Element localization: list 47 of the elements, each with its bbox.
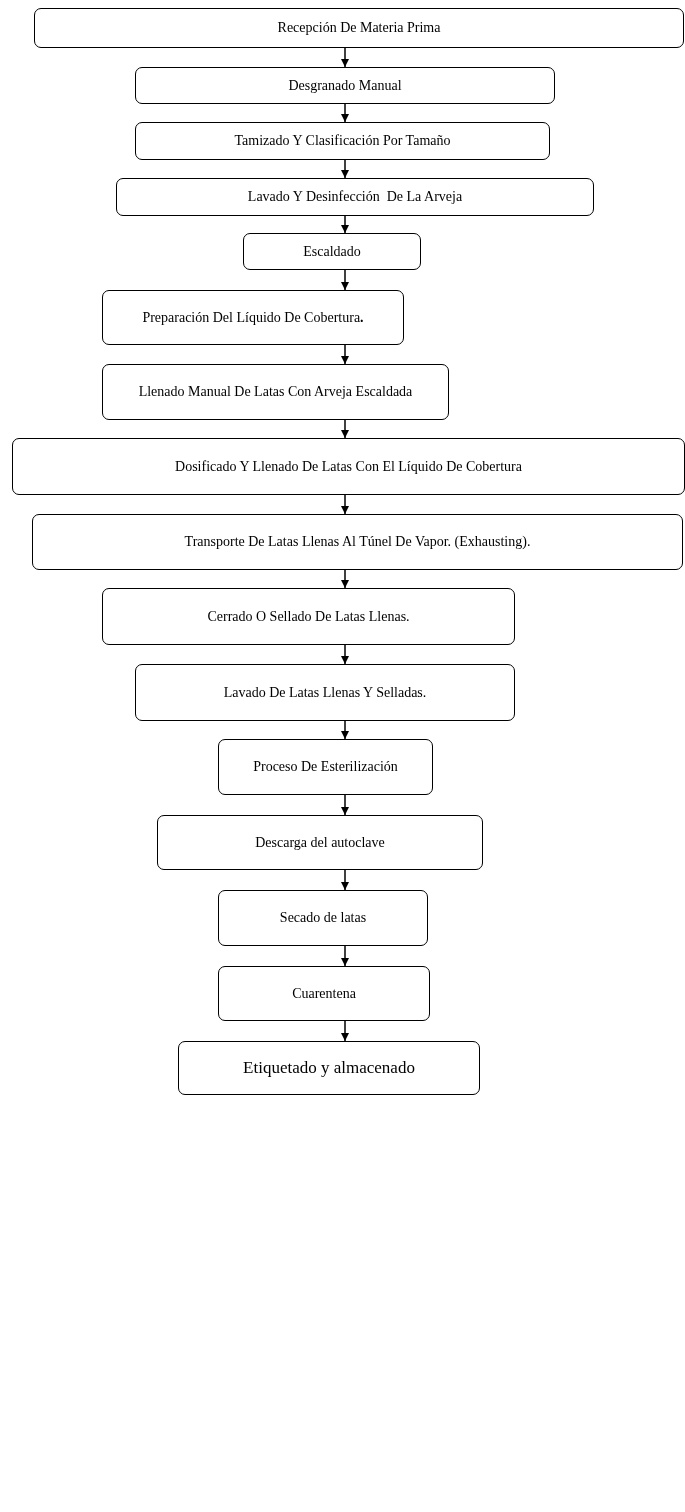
process-box — [157, 815, 483, 870]
process-box — [135, 67, 555, 104]
arrow — [341, 103, 349, 123]
process-box — [135, 122, 550, 160]
step-label: Proceso De Esterilización — [253, 759, 398, 775]
arrow — [341, 47, 349, 68]
arrow — [341, 569, 349, 589]
step-label: Secado de latas — [279, 910, 367, 926]
process-box — [116, 178, 594, 216]
process-box — [135, 664, 515, 721]
step-label: Cuarentena — [292, 985, 356, 1002]
process-box — [218, 966, 430, 1021]
arrow — [341, 869, 349, 891]
step-label: Cerrado O Sellado De Latas Llenas. — [207, 608, 410, 625]
step-label: Preparación Del Líquido De Cobertura. — [142, 309, 364, 326]
process-box — [102, 290, 404, 345]
process-box — [102, 588, 515, 645]
step-label: Llenado Manual De Latas Con Arveja Escaldada — [138, 384, 413, 400]
process-box — [102, 364, 449, 420]
arrow — [341, 720, 349, 740]
arrow — [341, 344, 349, 365]
process-box — [32, 514, 683, 570]
step-label: Transporte De Latas Llenas Al Túnel De Vapor. (Exhausting). — [184, 534, 531, 550]
step-label: Etiquetado y almacenado — [243, 1058, 415, 1078]
process-box — [178, 1041, 480, 1095]
step-label: Tamizado Y Clasificación Por Tamaño — [234, 133, 451, 149]
arrow — [341, 945, 349, 967]
process-box — [218, 890, 428, 946]
arrow — [341, 644, 349, 665]
step-label: Escaldado — [303, 243, 361, 260]
arrow — [341, 1020, 349, 1042]
process-box — [243, 233, 421, 270]
process-box — [34, 8, 684, 48]
arrow — [341, 419, 349, 439]
step-label: Recepción De Materia Prima — [277, 20, 441, 36]
arrow — [341, 269, 349, 291]
arrow — [341, 215, 349, 234]
arrow — [341, 794, 349, 816]
step-label: Dosificado Y Llenado De Latas Con El Líquido De Cobertura — [175, 458, 522, 475]
arrow — [341, 494, 349, 515]
process-box — [12, 438, 685, 495]
step-label: Lavado De Latas Llenas Y Selladas. — [223, 684, 427, 701]
step-label: Descarga del autoclave — [255, 834, 385, 851]
step-label: Desgranado Manual — [288, 77, 402, 94]
step-label: Lavado Y Desinfección De La Arveja — [247, 189, 463, 205]
arrow — [341, 159, 349, 179]
process-box — [218, 739, 433, 795]
